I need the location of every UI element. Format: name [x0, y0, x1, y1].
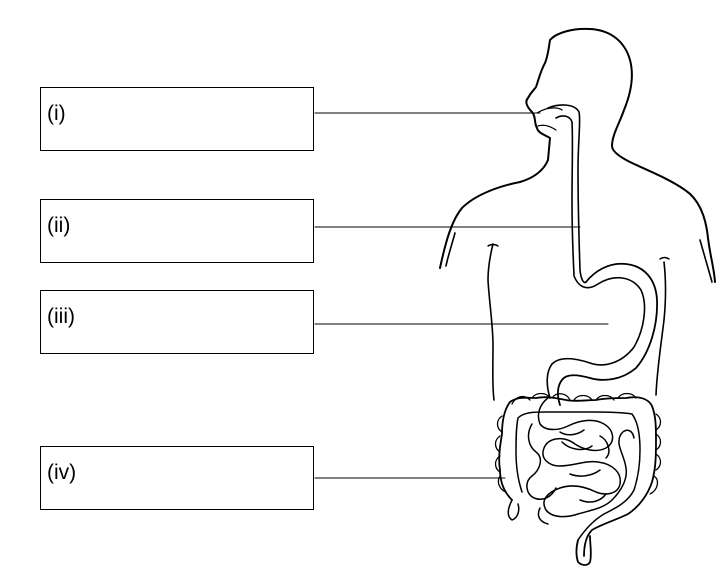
esophagus — [547, 104, 587, 284]
left-arm-line — [445, 232, 456, 267]
small-intestine — [537, 397, 635, 518]
tongue — [536, 107, 563, 114]
label-i: (i) — [47, 102, 66, 125]
right-torso-line — [655, 261, 667, 396]
large-intestine — [498, 396, 657, 557]
right-arm-line — [699, 239, 713, 283]
label-ii: (ii) — [47, 214, 71, 237]
right-armpit-mark — [659, 256, 670, 260]
small-intestine-coils-2 — [526, 423, 610, 525]
colon-haustra-left — [494, 415, 507, 493]
large-intestine-inner — [515, 411, 641, 541]
colon-haustra-right — [649, 413, 662, 495]
label-box-ii[interactable]: (ii) — [40, 199, 314, 263]
label-iv: (iv) — [47, 461, 77, 484]
stomach — [557, 262, 658, 406]
label-iii: (iii) — [47, 305, 75, 328]
body-outline — [439, 27, 716, 283]
stomach-inner — [546, 275, 646, 399]
rectum — [575, 535, 592, 566]
left-armpit-mark — [487, 243, 499, 247]
appendix — [507, 499, 520, 521]
left-torso-line — [487, 243, 495, 401]
throat-detail — [537, 124, 557, 131]
colon-haustra-top — [511, 392, 637, 405]
label-box-i[interactable]: (i) — [40, 87, 314, 151]
label-box-iii[interactable]: (iii) — [40, 290, 314, 354]
label-box-iv[interactable]: (iv) — [40, 446, 314, 510]
esophagus-inner — [555, 115, 575, 276]
